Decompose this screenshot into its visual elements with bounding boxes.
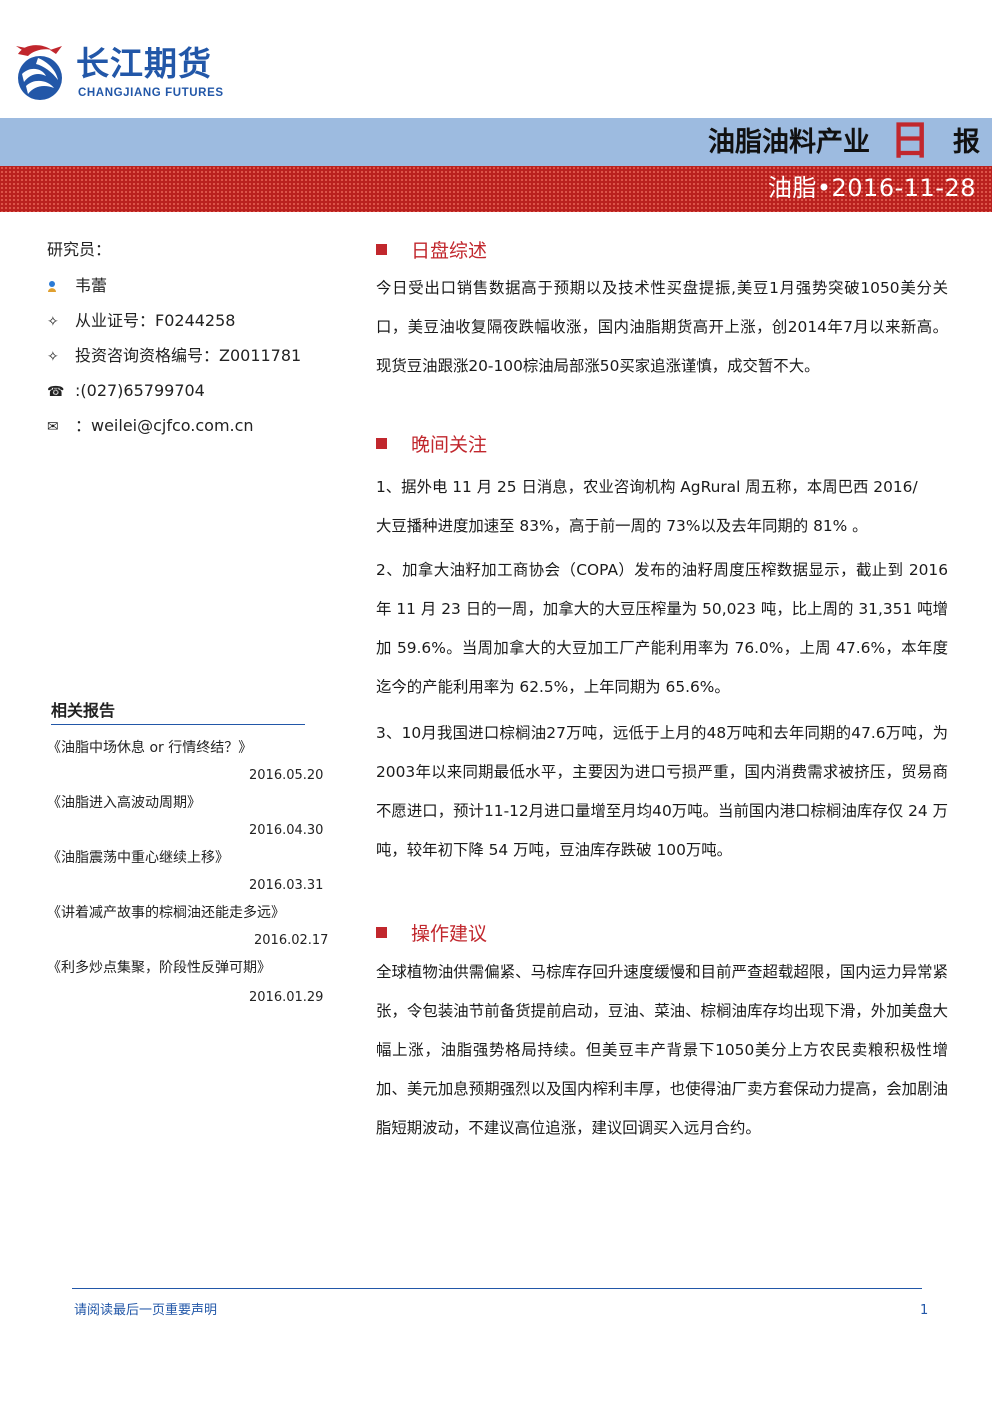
analyst-info: 研究员： 韦蕾 ✧ 从业证号：F0244258 ✧ 投资咨询资格编号：Z001178… [47,238,317,435]
analyst-name-row: 韦蕾 [47,275,107,298]
svg-text:日: 日 [890,118,930,162]
related-report-date: 2016.04.30 [249,823,324,838]
related-report-date: 2016.05.20 [249,768,324,783]
related-report-title[interactable]: 《利多炒点集聚，阶段性反弹可期》 [47,960,271,976]
related-report-title[interactable]: 《油脂震荡中重心继续上移》 [47,850,229,866]
square-bullet-icon [376,438,387,449]
report-title-bao: 报 [953,127,980,158]
square-bullet-icon [376,244,387,255]
related-report-title[interactable]: 《油脂中场休息 or 行情终结？》 [47,740,253,756]
report-title: 油脂油料产业 [708,127,870,158]
header-blue-band [0,118,992,166]
report-date-line: 油脂•2016-11-28 [767,174,976,202]
changjiang-emblem-icon [16,45,62,100]
footer-disclaimer-notice: 请阅读最后一页重要声明 [74,1303,218,1318]
related-report-date: 2016.01.29 [249,990,324,1005]
logo-english-name: CHANGJIANG FUTURES [78,87,224,99]
phone-number: :(027)65799704 [75,381,205,400]
related-report-title[interactable]: 《油脂进入高波动周期》 [47,795,201,811]
trading-advice-text: 全球植物油供需偏紧、马棕库存回升速度缓慢和目前严查超载超限，国内运力异常紧张，令… [376,963,948,1137]
report-title-ri-glyph: 日 [890,118,930,162]
evening-item-1-line-1: 1、据外电 11 月 25 日消息，农业咨询机构 AgRural 周五称，本周巴… [376,478,918,496]
license-row: ✧ 从业证号：F0244258 [47,310,235,333]
analyst-name: 韦蕾 [75,276,108,295]
footer-divider [72,1288,922,1289]
analyst-label: 研究员： [47,240,112,259]
evening-item-3-text: 3、10月我国进口棕榈油27万吨，远低于上月的48万吨和去年同期的47.6万吨，… [376,724,948,859]
related-report-title[interactable]: 《讲着减产故事的棕榈油还能走多远》 [47,905,285,921]
email-row: ✉ ：weilei@cjfco.com.cn [47,415,254,438]
square-bullet-icon [376,927,387,938]
qualification-number: 投资咨询资格编号：Z0011781 [75,346,302,365]
section-trading-advice-title: 操作建议 [376,921,487,947]
mail-icon: ✉ [47,419,59,435]
evening-item-1-line-2: 大豆播种进度加速至 83%，高于前一周的 73%以及去年同期的 81% 。 [376,517,868,535]
diamond-icon: ✧ [47,349,59,365]
person-icon [47,276,75,298]
email-address[interactable]: ：weilei@cjfco.com.cn [75,416,254,435]
related-reports: 相关报告 《油脂中场休息 or 行情终结？》 2016.05.20 《油脂进入高… [47,700,328,1005]
header-red-band [0,166,992,212]
phone-row: ☎ :(027)65799704 [47,380,205,403]
company-logo: 长江期货 CHANGJIANG FUTURES [12,40,252,106]
related-report-date: 2016.03.31 [249,878,324,893]
diamond-icon: ✧ [47,314,59,330]
section-evening-focus-title: 晚间关注 [376,432,487,458]
related-reports-title: 相关报告 [51,700,305,725]
phone-icon: ☎ [47,384,65,400]
section-daily-summary-title: 日盘综述 [376,238,487,264]
page-number: 1 [920,1303,929,1318]
daily-summary-text: 今日受出口销售数据高于预期以及技术性买盘提振,美豆1月强势突破1050美分关口，… [376,279,948,375]
license-number: 从业证号：F0244258 [75,311,236,330]
evening-item-2-text: 2、加拿大油籽加工商协会（COPA）发布的油籽周度压榨数据显示，截止到 2016… [376,561,948,696]
logo-chinese-name: 长江期货 [76,44,212,83]
qualification-row: ✧ 投资咨询资格编号：Z0011781 [47,345,301,368]
related-report-date: 2016.02.17 [254,933,329,948]
